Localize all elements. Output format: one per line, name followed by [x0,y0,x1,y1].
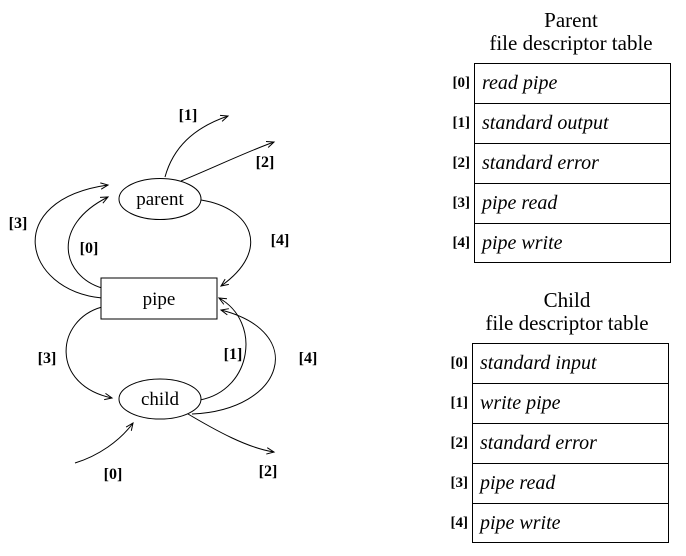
fd-index-label: [0] [452,74,471,91]
table-row: [0] standard input [434,343,669,383]
child-table-title-line1: Child [543,288,591,312]
arrow-label-child-fd0: [0] [104,466,123,483]
arrow-label-child-fd1: [1] [224,346,243,363]
table-row: [1] write pipe [434,383,669,423]
child-node [118,378,202,420]
fd-index-label: [3] [450,474,469,491]
table-row: [3] pipe read [436,183,671,223]
table-row: [0] read pipe [436,63,671,103]
arrow-label-child-fd4: [4] [299,350,318,367]
fd-cell: pipe read [472,463,669,503]
arrow-child-fd3 [65,306,114,401]
arrow-label-child-fd3: [3] [38,350,57,367]
pipe-node [100,277,218,320]
arrow-parent-fd3 [34,182,110,299]
arrow-label-parent-fd3: [3] [9,215,28,232]
child-fd-table: [0] standard input [1] write pipe [2] st… [434,343,669,543]
child-table-title: Child file descriptor table [442,289,686,335]
arrow-parent-fd2 [180,140,276,182]
parent-table-title-line1: Parent [544,8,598,32]
arrow-label-parent-fd0: [0] [80,240,99,257]
fd-cell: standard input [472,343,669,383]
arrow-label-parent-fd4: [4] [271,232,290,249]
fd-index-label: [1] [452,114,471,131]
child-node-label: child [141,389,179,410]
fd-index-label: [4] [450,514,469,531]
fd-cell: pipe write [474,223,671,263]
fd-cell: write pipe [472,383,669,423]
arrow-child-fd2 [182,410,276,455]
arrow-label-parent-fd2: [2] [256,154,275,171]
pipe-node-label: pipe [143,289,176,310]
fd-cell: standard error [474,143,671,183]
fd-index-label: [2] [450,434,469,451]
fd-cell: pipe read [474,183,671,223]
arrow-parent-fd4 [200,199,252,287]
table-row: [4] pipe write [434,503,669,543]
table-row: [3] pipe read [434,463,669,503]
arrow-child-fd1 [199,297,247,401]
arrow-parent-fd0 [67,196,110,289]
table-row: [4] pipe write [436,223,671,263]
fd-index-label: [3] [452,194,471,211]
table-row: [1] standard output [436,103,671,143]
parent-fd-table: [0] read pipe [1] standard output [2] st… [436,63,671,263]
fd-index-label: [2] [452,154,471,171]
parent-node [118,178,202,220]
parent-node-label: parent [136,189,184,210]
fd-cell: standard error [472,423,669,463]
arrow-child-fd4 [191,308,276,415]
fd-index-label: [4] [452,234,471,251]
table-row: [2] standard error [436,143,671,183]
fd-index-label: [0] [450,354,469,371]
child-table-title-line2: file descriptor table [485,311,649,335]
arrow-child-fd0 [74,421,134,464]
fd-cell: pipe write [472,503,669,543]
parent-table-title: Parent file descriptor table [446,9,686,55]
fd-cell: standard output [474,103,671,143]
fd-cell: read pipe [474,63,671,103]
arrow-label-parent-fd1: [1] [179,107,198,124]
fd-index-label: [1] [450,394,469,411]
parent-table-title-line2: file descriptor table [489,31,653,55]
arrow-label-child-fd2: [2] [259,463,278,480]
arrow-parent-fd1 [164,114,230,178]
table-row: [2] standard error [434,423,669,463]
